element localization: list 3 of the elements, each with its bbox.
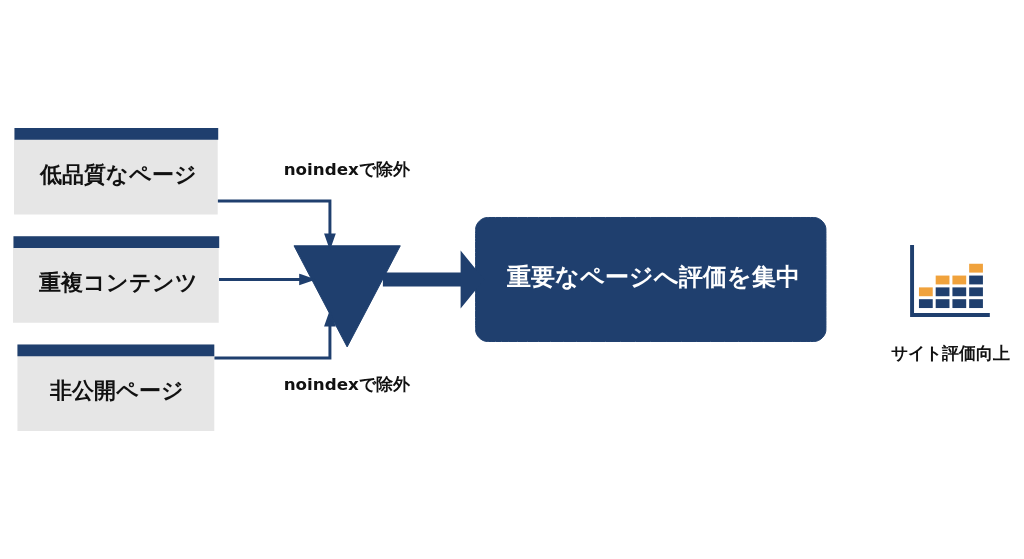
node-label: サイト評価向上 — [890, 343, 1010, 364]
node-label: noindexで除外 — [283, 373, 410, 394]
node-label: noindexで除外 — [283, 159, 410, 180]
